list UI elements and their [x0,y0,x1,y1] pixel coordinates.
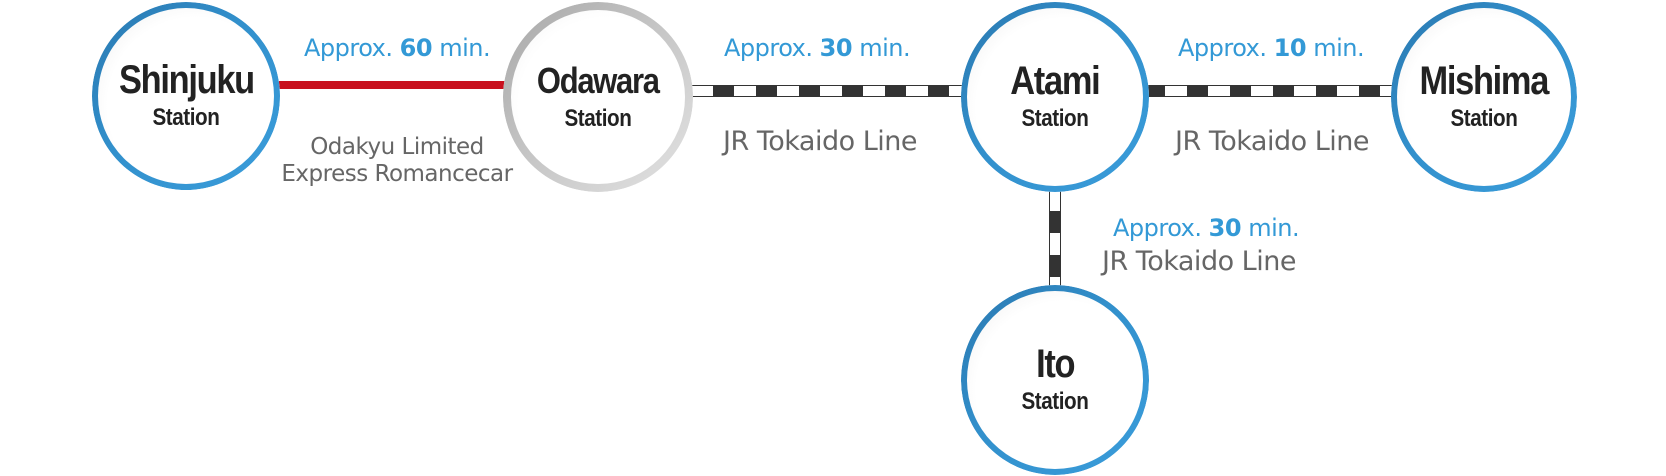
travel-time-atami-mishima: Approx. 10 min. [1178,34,1365,62]
travel-time-atami-ito: Approx. 30 min. [1113,214,1300,242]
station-name: Atami [1010,59,1100,103]
jr-tokaido-track-atami-ito [1049,188,1061,288]
station-odawara[interactable]: Odawara Station [503,2,693,192]
station-mishima[interactable]: Mishima Station [1391,2,1577,192]
line-name-atami-mishima: JR Tokaido Line [1157,126,1387,157]
station-label: Station [152,104,220,131]
time-prefix: Approx. [1113,214,1202,242]
time-minutes: 60 [399,34,433,62]
station-label: Station [1021,388,1089,415]
time-prefix: Approx. [304,34,393,62]
odakyu-romancecar-track [270,81,510,89]
time-unit: min. [439,34,491,62]
station-atami[interactable]: Atami Station [961,2,1149,192]
travel-time-odawara-atami: Approx. 30 min. [724,34,911,62]
line-name-text: JR Tokaido Line [723,126,917,157]
station-name: Mishima [1419,59,1550,103]
station-label: Station [564,105,632,132]
jr-tokaido-track-odawara-atami [690,85,965,97]
station-ito[interactable]: Ito Station [961,285,1149,475]
line-name-atami-ito: JR Tokaido Line [1102,246,1296,277]
station-name: Ito [1035,342,1075,386]
station-label: Station [1021,105,1089,132]
travel-time-shinjuku-odawara: Approx. 60 min. [304,34,491,62]
line-name-text: JR Tokaido Line [1102,246,1296,277]
station-name: Shinjuku [118,58,255,102]
line-name-text: JR Tokaido Line [1175,126,1369,157]
time-unit: min. [1248,214,1300,242]
jr-tokaido-track-atami-mishima [1143,85,1398,97]
time-prefix: Approx. [724,34,813,62]
time-unit: min. [1313,34,1365,62]
time-unit: min. [859,34,911,62]
line-name-line2: Express Romancecar [281,161,513,187]
line-name-shinjuku-odawara: Odakyu Limited Express Romancecar [272,134,522,188]
line-name-odawara-atami: JR Tokaido Line [705,126,935,157]
time-minutes: 30 [1208,214,1242,242]
station-name: Odawara [537,60,660,101]
station-shinjuku[interactable]: Shinjuku Station [92,2,280,190]
station-label: Station [1450,105,1518,132]
time-minutes: 10 [1273,34,1307,62]
time-prefix: Approx. [1178,34,1267,62]
time-minutes: 30 [819,34,853,62]
line-name-line1: Odakyu Limited [310,134,484,160]
